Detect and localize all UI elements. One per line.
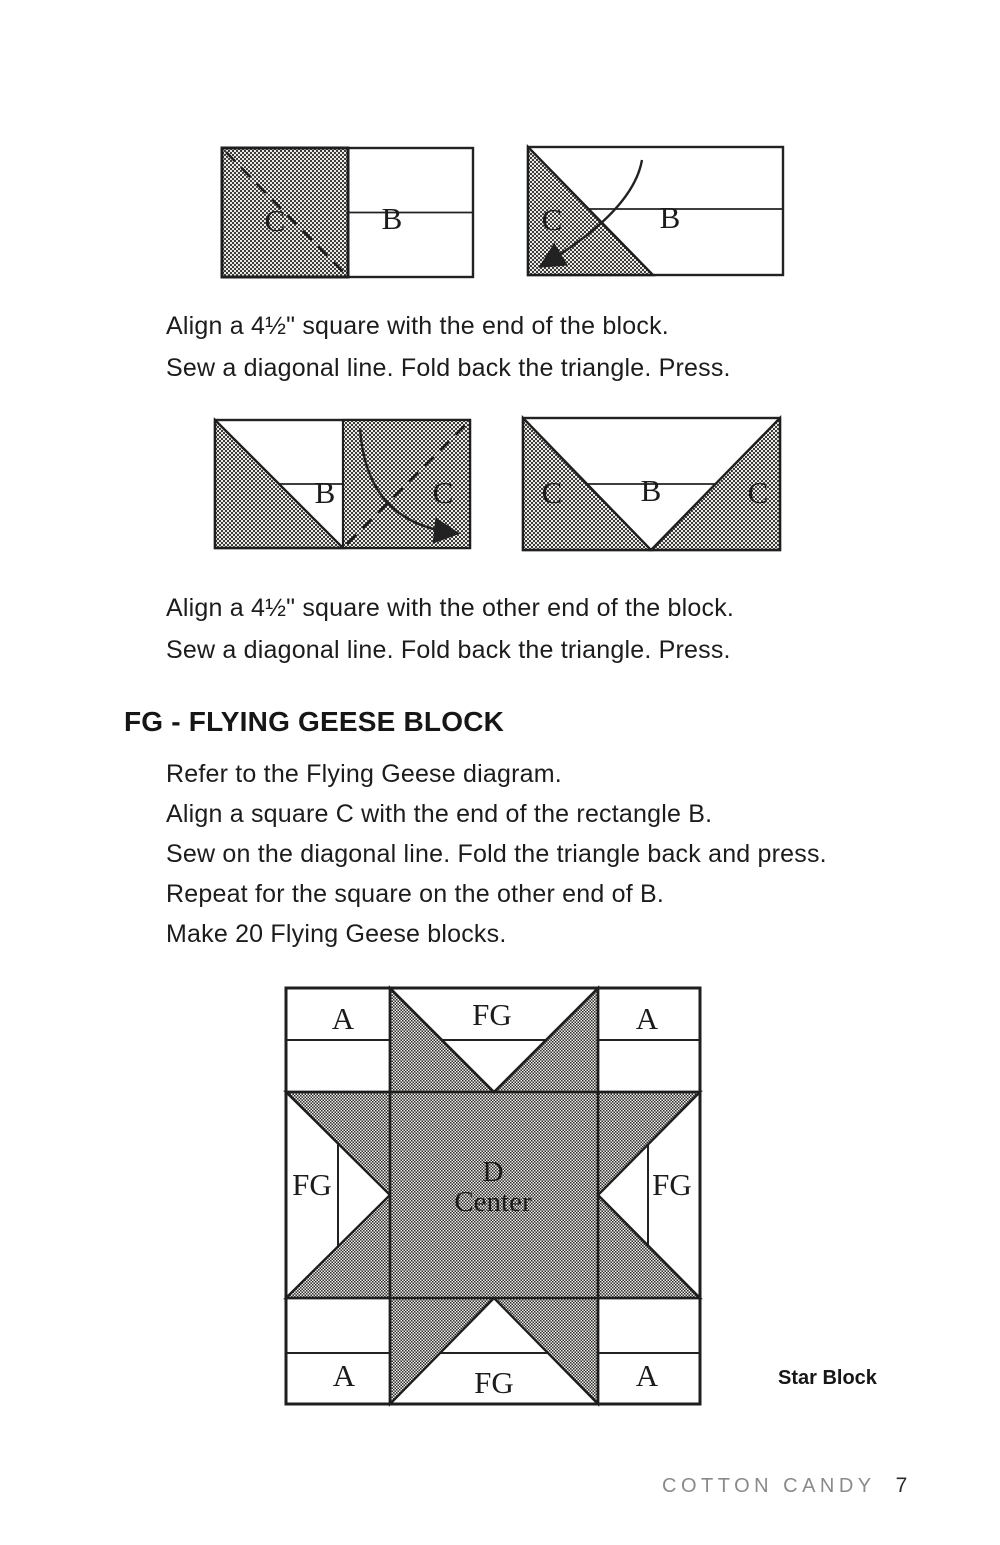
instructions-block-2: Align a 4½" square with the other end of… [166, 587, 734, 671]
c-triangle-left-shaded [521, 415, 654, 552]
c-label: C [265, 203, 286, 238]
diagram-step2-done: C B C [521, 415, 782, 552]
footer-book-title: COTTON CANDY [662, 1475, 876, 1497]
a-label-top-right: A [636, 1001, 659, 1036]
b-label: B [382, 201, 403, 236]
c-label: C [542, 202, 563, 237]
block-outline [284, 986, 702, 1406]
diagram-step2-align: B C [213, 417, 472, 550]
instruction-line: Align a 4½" square with the end of the b… [166, 312, 669, 340]
b-label: B [641, 473, 662, 508]
dashed-sew-line [346, 423, 467, 545]
step-line: Align a square C with the end of the rec… [166, 800, 713, 828]
c-left-label: C [542, 475, 563, 510]
c-right-label: C [748, 475, 769, 510]
star-block-caption: Star Block [778, 1367, 877, 1389]
fg-label-left: FG [292, 1167, 332, 1202]
c-triangle-right-shaded [648, 415, 782, 552]
b-label: B [660, 200, 681, 235]
footer-page-number: 7 [895, 1474, 909, 1497]
a-label-bottom-right: A [636, 1358, 659, 1393]
diagram-step1-fold: C B [526, 144, 785, 277]
instruction-line: Sew a diagonal line. Fold back the trian… [166, 636, 731, 664]
a-label-bottom-left: A [333, 1358, 356, 1393]
instruction-line: Sew a diagonal line. Fold back the trian… [166, 354, 731, 382]
c-label: C [433, 475, 454, 510]
center-label-center: Center [454, 1186, 532, 1218]
diagram-step1-align: C B [220, 146, 475, 279]
page-footer: COTTON CANDY 7 [662, 1474, 908, 1498]
a-label-top-left: A [332, 1001, 355, 1036]
step-line: Repeat for the square on the other end o… [166, 880, 665, 908]
instructions-block-1: Align a 4½" square with the end of the b… [166, 305, 731, 389]
dashed-sew-line [225, 151, 345, 274]
star-block-diagram: A FG A FG FG D Center A FG A [283, 985, 703, 1407]
center-label-d: D [483, 1156, 504, 1188]
c-triangle-shaded [213, 417, 346, 550]
b-label: B [315, 475, 336, 510]
fg-label-right: FG [652, 1167, 692, 1202]
fold-arrow [538, 159, 644, 268]
instruction-line: Align a 4½" square with the other end of… [166, 594, 735, 622]
fg-label-top: FG [472, 997, 512, 1032]
section-heading: FG - FLYING GEESE BLOCK [124, 706, 505, 737]
step-line: Refer to the Flying Geese diagram. [166, 760, 562, 788]
fg-label-bottom: FG [474, 1365, 514, 1400]
fold-arrow [358, 427, 461, 544]
step-line: Make 20 Flying Geese blocks. [166, 920, 507, 948]
step-line: Sew on the diagonal line. Fold the trian… [166, 840, 827, 868]
fg-steps: Refer to the Flying Geese diagram. Align… [166, 754, 827, 954]
